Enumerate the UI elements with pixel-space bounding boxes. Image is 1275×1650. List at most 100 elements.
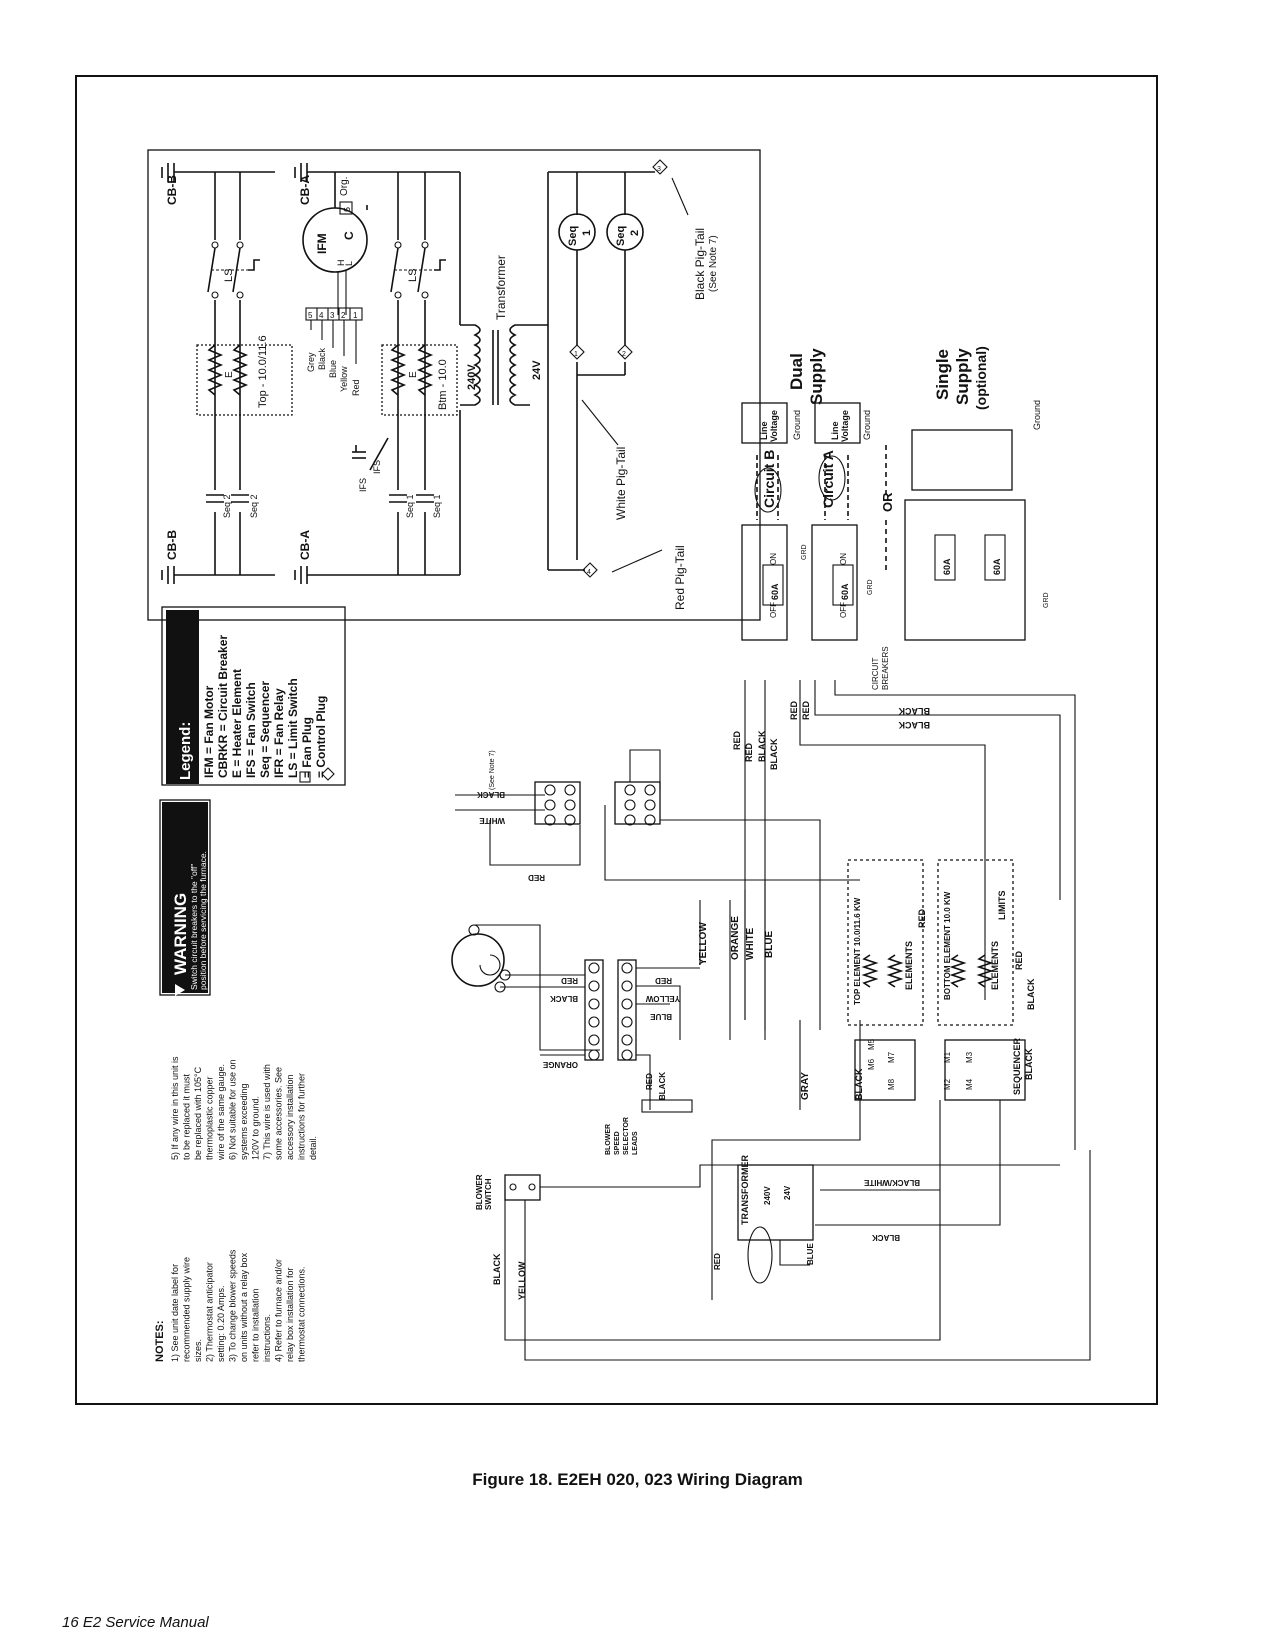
wire-black-fp: BLACK — [550, 994, 578, 1003]
heater-element-bottom: E Btm - 10.0 — [381, 344, 458, 416]
seq1-coil-num: 1 — [581, 230, 593, 236]
svg-text:ON: ON — [769, 553, 778, 565]
note-line-b-6: systems exceeding — [239, 1083, 249, 1160]
svg-text:GRD: GRD — [801, 544, 808, 560]
note-line-a-3: 2) Thermostat anticipator — [205, 1262, 215, 1362]
dual-supply-label-2: Supply — [807, 348, 826, 405]
fan-motor: IFM C H L 6 Org. — [302, 172, 368, 315]
wire-blue: BLUE — [764, 930, 775, 958]
note-line-b-9: some accessories. See — [274, 1067, 284, 1160]
note-line-a-6: on units without a relay box — [239, 1252, 249, 1362]
svg-text:Line: Line — [830, 421, 840, 440]
wire-black-4: BLACK — [898, 720, 930, 730]
m5: M5 — [867, 1038, 876, 1050]
wire-orange-fp: ORANGE — [542, 1060, 578, 1069]
schematic-transformer: 240V 24V Transformer — [459, 171, 655, 575]
note-line-b-7: 120V to ground. — [251, 1096, 261, 1160]
svg-text:YELLOW: YELLOW — [517, 1261, 527, 1300]
seq2-coil-label: Seq — [615, 226, 627, 246]
wire-red-1: RED — [732, 730, 742, 750]
wire-black-cp1: BLACK — [477, 790, 505, 799]
ifr-label: IFS — [372, 460, 382, 474]
seq1-coil-label: Seq — [567, 226, 579, 246]
m3: M3 — [965, 1051, 974, 1063]
note-line-b-4: wire of the same gauge. — [216, 1064, 226, 1161]
ground-b: Ground — [792, 410, 802, 440]
svg-text:BLACK: BLACK — [872, 1233, 900, 1242]
ifs-label: IFS — [358, 478, 368, 492]
svg-text:BLOWER: BLOWER — [475, 1174, 484, 1210]
svg-text:GRD: GRD — [1043, 592, 1050, 608]
note-line-b-3: thermoplastic copper — [205, 1076, 215, 1160]
black-pigtail-note: (See Note 7) — [708, 235, 719, 292]
note-line-b-0: 5) If any wire in this unit is — [170, 1056, 180, 1160]
svg-text:RED: RED — [713, 1253, 722, 1270]
svg-text:CIRCUIT: CIRCUIT — [871, 657, 880, 690]
svg-text:BLACK: BLACK — [492, 1253, 502, 1285]
svg-text:BLACK: BLACK — [1024, 1048, 1034, 1080]
svg-text:BLUE: BLUE — [806, 1243, 815, 1265]
wire-blue: Blue — [328, 360, 338, 378]
svg-text:OFF: OFF — [839, 602, 848, 618]
warning-text1: Switch circuit breakers to the "off" — [189, 864, 199, 990]
v240-label: 240V — [466, 364, 478, 390]
heater-element-top: E Top - 10.0/11.6 — [196, 335, 293, 416]
svg-text:RED: RED — [645, 1073, 654, 1090]
svg-text:60A: 60A — [840, 583, 850, 600]
red-pigtail: Red Pig-Tail — [673, 545, 687, 610]
plug-pin-1: 1 — [353, 311, 358, 320]
svg-text:GRD: GRD — [867, 579, 874, 595]
svg-text:RED: RED — [917, 908, 927, 928]
svg-text:SWITCH: SWITCH — [484, 1178, 493, 1210]
legend-item-8: = Control Plug — [314, 696, 328, 778]
seq2-a: Seq 2 — [222, 494, 232, 518]
elements-top: ELEMENTS — [904, 941, 914, 990]
ground-single: Ground — [1032, 400, 1042, 430]
black-pigtail: Black Pig-Tail — [693, 228, 707, 300]
svg-text:Line: Line — [759, 421, 769, 440]
cb-b-bottom-label: CB-B — [165, 530, 179, 560]
note-line-a-7: refer to installation — [251, 1288, 261, 1362]
warning-title: WARNING — [171, 893, 190, 975]
seq-coils: Seq 1 Seq 2 1 2 3 4 — [558, 159, 668, 578]
svg-text:60A: 60A — [942, 558, 952, 575]
circuit-a-label: Circuit A — [820, 450, 836, 508]
legend-item-1: CBRKR = Circuit Breaker — [216, 635, 230, 778]
bottom-element-label: BOTTOM ELEMENT 10.0 KW — [943, 891, 952, 1000]
wire-blue-fpb: BLUE — [650, 1012, 672, 1021]
seq1-a: Seq 1 — [405, 494, 415, 518]
note-line-a-2: sizes. — [193, 1339, 203, 1362]
plug-6: 6 — [342, 207, 352, 212]
wire-red: Red — [351, 379, 361, 396]
ifm-l: L — [344, 261, 354, 266]
v24-label: 24V — [531, 360, 543, 380]
ifm-c: C — [342, 231, 356, 240]
plug-pin-5: 5 — [308, 311, 313, 320]
ifm-h: H — [336, 260, 346, 267]
legend-item-3: IFS = Fan Switch — [244, 682, 258, 778]
ground-a: Ground — [862, 410, 872, 440]
note-line-b-1: to be replaced it must — [182, 1073, 192, 1160]
m4: M4 — [965, 1078, 974, 1090]
cb-a-top: CB-A — [294, 163, 460, 205]
svg-text:60A: 60A — [770, 583, 780, 600]
seq2-b: Seq 2 — [249, 494, 259, 518]
svg-text:240V: 240V — [763, 1186, 772, 1205]
svg-text:BLACK: BLACK — [854, 1068, 864, 1100]
m6: M6 — [867, 1058, 876, 1070]
cb-a-bottom: CB-A — [294, 530, 460, 584]
ls-label-left: LS — [223, 269, 235, 282]
svg-text:BLOWER: BLOWER — [605, 1124, 612, 1155]
dual-supply-label: Dual — [787, 353, 806, 390]
sequencer-label: SEQUENCER — [1012, 1037, 1022, 1095]
supply-section: Dual Supply Single Supply (optional) OR … — [741, 346, 1050, 690]
wire-black: Black — [317, 347, 327, 370]
single-supply-optional: (optional) — [973, 346, 989, 410]
figure-caption: Figure 18. E2EH 020, 023 Wiring Diagram — [472, 1470, 803, 1489]
svg-text:60A: 60A — [992, 558, 1002, 575]
wire-orange: ORANGE — [730, 916, 741, 960]
legend-item-6: LS = Limit Switch — [286, 678, 300, 778]
wire-red-fp: RED — [561, 976, 578, 985]
